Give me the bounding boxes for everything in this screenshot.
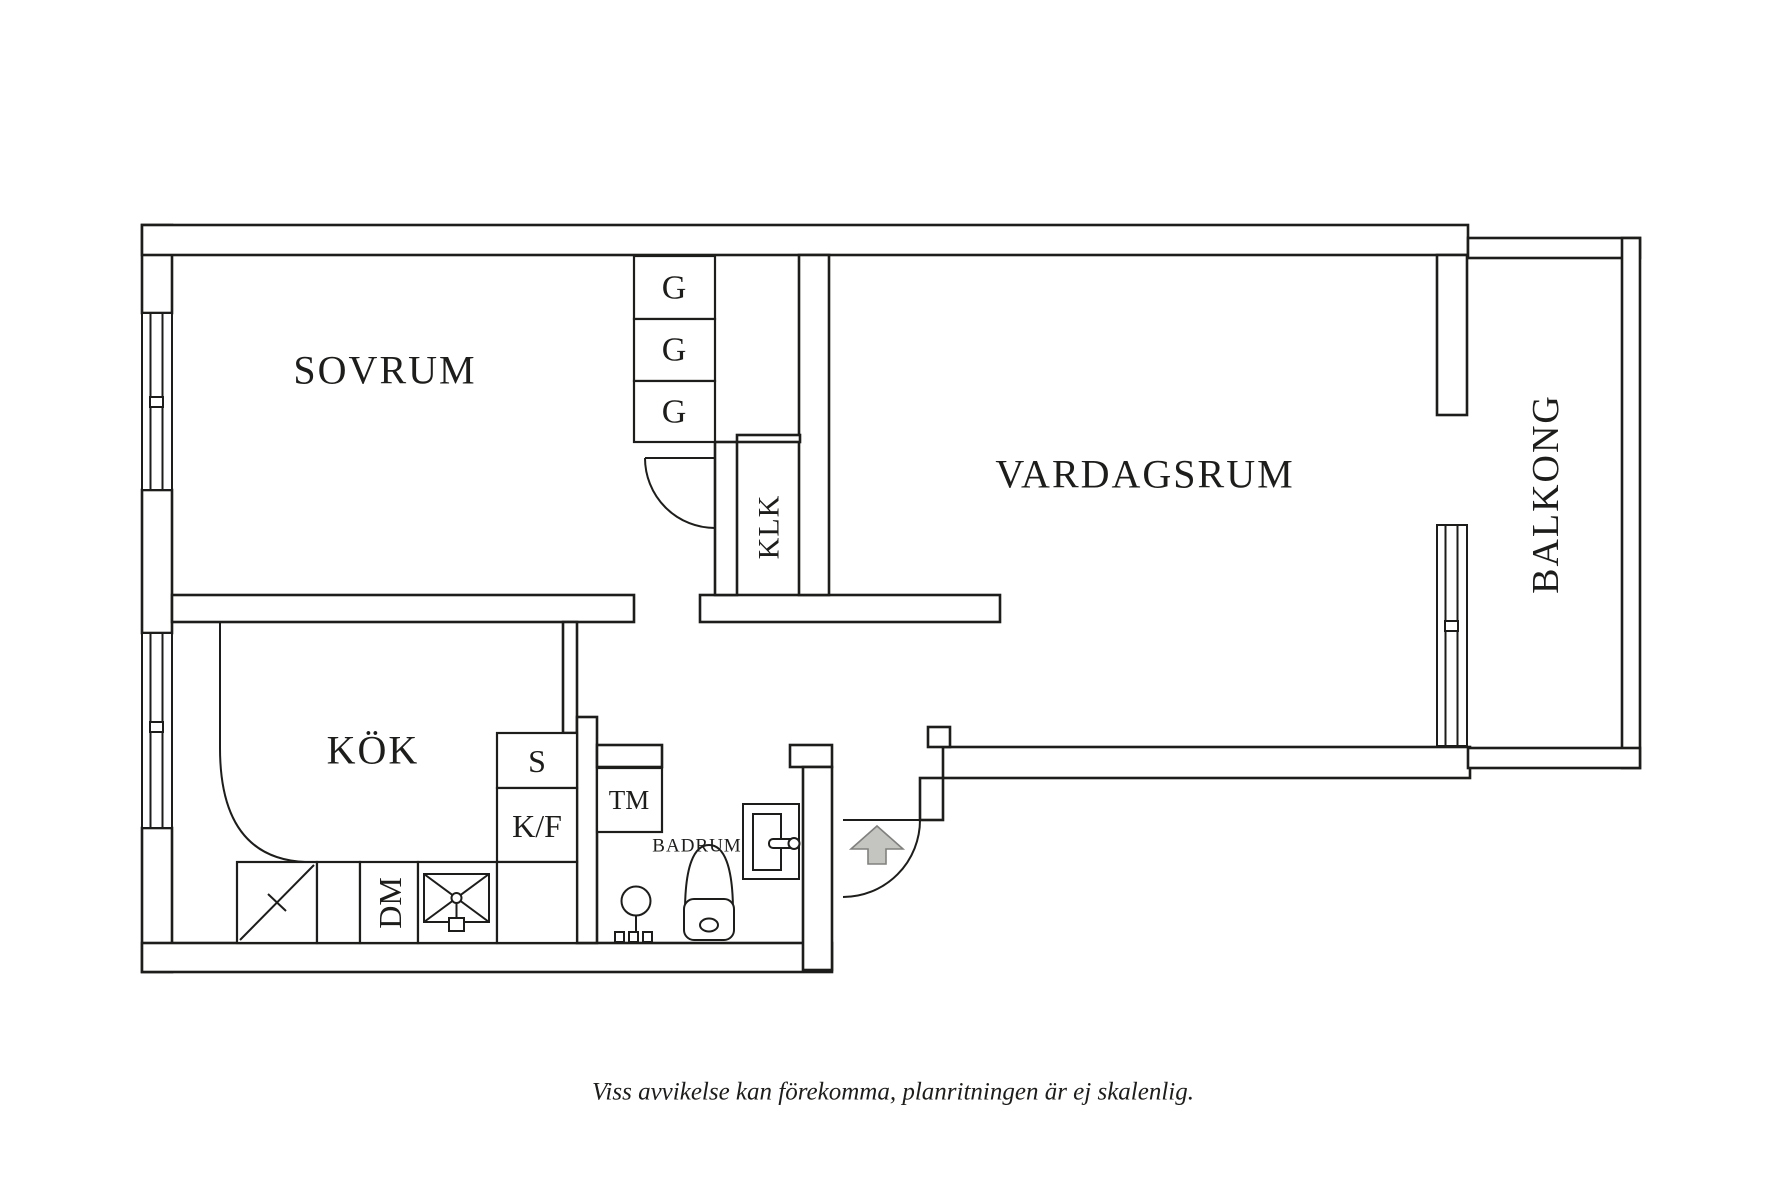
wardrobe-cabinet [632, 317, 717, 383]
wall-bathroom-right [801, 765, 834, 972]
plan-disclaimer-caption: Viss avvikelse kan förekomma, planritnin… [592, 1079, 1194, 1106]
kitchen-label: KÖK [327, 728, 420, 773]
wall-stub-passage [926, 725, 952, 749]
balcony-label: BALKONG [1525, 394, 1567, 594]
wall-klk-left [713, 440, 739, 597]
counter-cabinet [315, 860, 362, 945]
wall-balcony-bottom [1466, 746, 1642, 770]
wardrobe-label: G [662, 332, 687, 369]
wall-bottom-livingroom [941, 745, 1472, 780]
entrance-door-icon [842, 819, 921, 898]
doors [644, 457, 921, 898]
bathroom-label: BADRUM [652, 836, 741, 857]
dishwasher-cabinet [358, 860, 420, 945]
wall-klk-top [735, 433, 802, 444]
bedroom-door-icon [644, 457, 716, 529]
walk-in-closet-label: KLK [753, 495, 786, 560]
entry-arrow-icon [848, 824, 906, 865]
walls [140, 223, 1642, 974]
bathroom-fixtures [614, 843, 735, 943]
windows [141, 312, 1468, 829]
wardrobe-cabinet [632, 254, 717, 321]
wall-hall-band [698, 593, 1002, 624]
wardrobe-label: G [662, 394, 687, 431]
stove-icon [239, 864, 315, 941]
labels: SOVRUM VARDAGSRUM KÖK KLK BALKONG BADRUM… [293, 270, 1567, 1106]
fridge-freezer-label: K/F [512, 808, 562, 844]
wall-bedroom-kitchen [170, 593, 636, 624]
wardrobe-label: G [662, 270, 687, 307]
wall-balcony-right [1620, 236, 1642, 770]
washing-machine-label: TM [609, 785, 650, 815]
bathroom-door-icon [742, 803, 801, 880]
s-cabinet-label: S [528, 743, 546, 779]
wall-entry-jamb [918, 776, 945, 822]
wall-bottom-left [140, 941, 834, 974]
kitchen-window-icon [141, 632, 173, 829]
wall-top [140, 223, 1470, 257]
wall-left-mid [140, 488, 174, 635]
washing-machine-cabinet [595, 766, 664, 834]
wall-livingroom-left [797, 253, 831, 597]
livingroom-window-icon [1436, 524, 1468, 747]
fridge-freezer-cabinet [495, 786, 579, 864]
wall-kitchen-curve [219, 622, 306, 863]
wall-balcony-top [1466, 236, 1642, 260]
toilet-icon [683, 843, 735, 941]
wall-kitchen-corridor [561, 620, 579, 735]
kitchen-sink-icon [423, 873, 490, 932]
wall-bathroom-left [575, 715, 599, 945]
bedroom-window-icon [141, 312, 173, 491]
washbasin-icon [614, 885, 653, 943]
cabinets [235, 254, 717, 945]
wall-bathroom-top-left [595, 743, 664, 769]
dishwasher-label: DM [372, 877, 408, 929]
counter-cabinet [495, 860, 579, 945]
livingroom-label: VARDAGSRUM [995, 452, 1294, 497]
wall-livingroom-balcony [1435, 253, 1469, 417]
bedroom-label: SOVRUM [293, 348, 476, 393]
wardrobe-cabinet [632, 379, 717, 444]
wall-bathroom-top-right [788, 743, 834, 769]
s-cabinet [495, 731, 579, 790]
